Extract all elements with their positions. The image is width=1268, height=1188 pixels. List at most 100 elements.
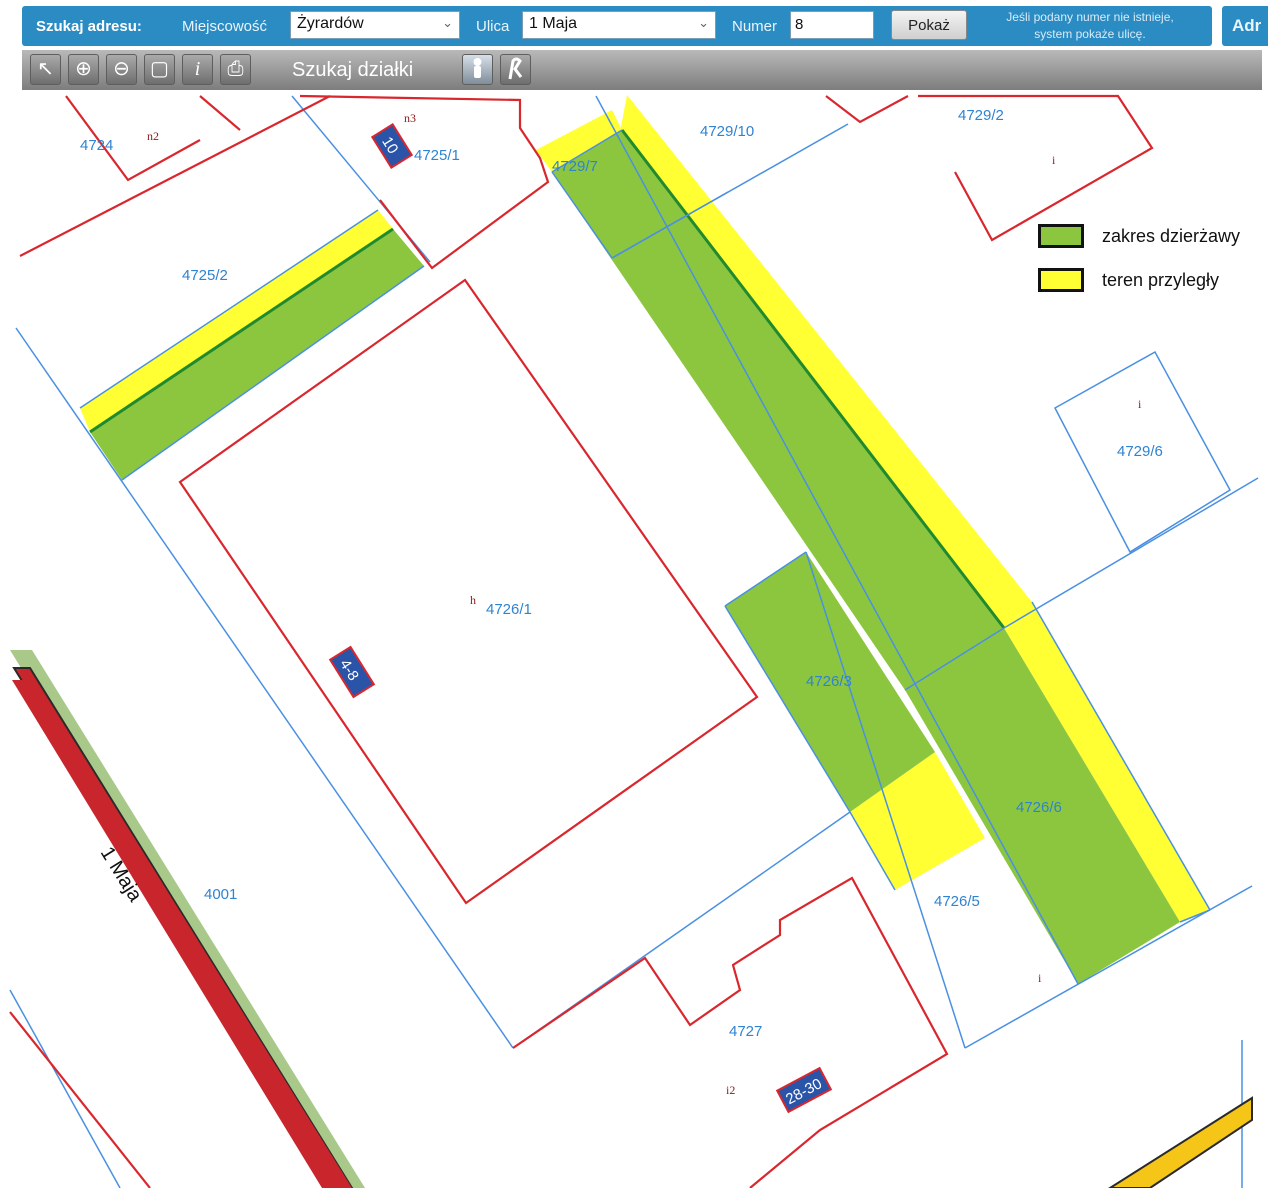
lease-area	[552, 130, 1004, 690]
zoom-extent-icon: ▢	[150, 58, 169, 80]
building-mark: i	[1038, 971, 1042, 985]
search-title: Szukaj adresu:	[36, 18, 142, 35]
building-mark: n2	[147, 129, 159, 143]
select-arrow-icon: ↖	[37, 58, 54, 80]
lease-areas	[89, 129, 1180, 984]
locality-select[interactable]: Żyrardów ⌄	[290, 11, 460, 39]
parcel-line	[121, 265, 425, 481]
street-view-button[interactable]	[462, 54, 493, 85]
parcel-line	[849, 811, 896, 891]
zoom-out-icon: ⊖	[113, 58, 130, 80]
parcel-label: 4725/1	[414, 147, 460, 164]
legend-lease-label: zakres dzierżawy	[1102, 226, 1241, 246]
locality-label: Miejscowość	[182, 18, 268, 35]
street-select[interactable]: 1 Maja ⌄	[522, 11, 716, 39]
locality-value: Żyrardów	[297, 15, 364, 32]
parcel-label: 4725/2	[182, 267, 228, 284]
pegman-icon	[473, 58, 482, 78]
number-label: Numer	[732, 18, 778, 35]
parcel-search-button[interactable]: Szukaj działki	[292, 59, 414, 81]
parcel-label: 4727	[729, 1023, 762, 1040]
house-number-10: 10	[378, 134, 401, 157]
building-outline	[299, 94, 550, 270]
street-1-maja: 1 Maja	[10, 650, 365, 1188]
corner-street	[1108, 1096, 1253, 1188]
hint-line-1: Jeśli podany numer nie istnieje,	[1006, 10, 1174, 24]
zoom-in-button[interactable]: ⊕	[68, 54, 99, 85]
building-4726-1	[178, 278, 759, 905]
house-number-badge: 4-8	[328, 645, 376, 699]
parcel-line	[1031, 601, 1211, 911]
parcel-line	[904, 627, 1005, 691]
parcel-4729-6-outline	[1053, 350, 1231, 554]
map-toolbar: ↖ ⊕ ⊖ ▢ i ⎙ Szukaj działki	[22, 50, 1262, 90]
parcel-line	[1179, 909, 1211, 923]
measure-button[interactable]	[500, 54, 531, 85]
building-outline	[9, 1011, 151, 1188]
measure-icon	[508, 57, 523, 80]
building-marks: n2 n3 h i i i i2	[147, 111, 1142, 1097]
building-outline	[65, 95, 201, 182]
info-icon: i	[194, 58, 201, 80]
show-button[interactable]: Pokaż	[891, 10, 967, 40]
street-value: 1 Maja	[529, 15, 578, 32]
parcel-line	[724, 551, 807, 607]
building-outlines	[9, 94, 1154, 1188]
lease-area	[90, 229, 424, 480]
parcel-line	[551, 171, 613, 259]
zoom-out-button[interactable]: ⊖	[106, 54, 137, 85]
cadastral-map[interactable]: 1 Maja 10 4-8 28-30 4724 4725/1 4729/7 4…	[0, 90, 1268, 1188]
parcel-label: 4001	[204, 886, 237, 903]
parcel-line	[611, 191, 729, 259]
building-outline	[199, 95, 241, 131]
street-road-fill	[12, 680, 352, 1188]
parcel-label: 4726/3	[806, 673, 852, 690]
chevron-down-icon: ⌄	[442, 15, 453, 30]
adjacent-areas	[80, 95, 1210, 922]
number-input[interactable]: 8	[790, 11, 874, 39]
building-mark: i	[1138, 397, 1142, 411]
address-search-bar: Szukaj adresu: Miejscowość Żyrardów ⌄ Ul…	[22, 6, 1212, 46]
building-outline	[512, 876, 949, 1188]
house-number-badge: 28-30	[775, 1066, 833, 1114]
adjacent-area	[80, 210, 393, 432]
search-hint: Jeśli podany numer nie istnieje, system …	[974, 9, 1206, 43]
hint-line-2: system pokaże ulicę.	[1034, 27, 1146, 41]
number-value: 8	[795, 16, 804, 33]
address-button-label: Adr	[1232, 16, 1262, 35]
legend-lease-swatch	[1038, 224, 1084, 248]
street-label: Ulica	[476, 18, 510, 35]
parcel-line	[805, 551, 966, 1049]
lease-area	[725, 552, 935, 812]
parcel-label: 4729/2	[958, 107, 1004, 124]
parcel-line	[551, 129, 623, 173]
parcel-label: 4726/1	[486, 601, 532, 618]
house-number-badge: 10	[370, 122, 414, 170]
select-arrow-button[interactable]: ↖	[30, 54, 61, 85]
adjacent-area	[1004, 602, 1210, 922]
address-button[interactable]: Adr	[1222, 6, 1268, 46]
info-button[interactable]: i	[182, 54, 213, 85]
parcel-line	[79, 209, 379, 409]
parcel-labels: 4724 4725/1 4729/7 4729/10 4729/2 4725/2…	[80, 107, 1163, 1040]
zoom-in-icon: ⊕	[75, 58, 92, 80]
building-outline	[918, 94, 1154, 242]
parcel-label: 4729/6	[1117, 443, 1163, 460]
zoom-extent-button[interactable]: ▢	[144, 54, 175, 85]
building-mark: n3	[404, 111, 416, 125]
legend-adjacent-swatch	[1038, 268, 1084, 292]
building-mark: i2	[726, 1083, 735, 1097]
parcel-label: 4726/6	[1016, 799, 1062, 816]
parcel-line	[595, 95, 1079, 985]
lease-area	[905, 628, 1180, 984]
parcel-line	[9, 989, 121, 1188]
building-mark: h	[470, 593, 476, 607]
building-outline	[19, 95, 331, 257]
lease-boundary	[89, 227, 394, 434]
parcel-label: 4729/10	[700, 123, 754, 140]
parcel-label: 4726/5	[934, 893, 980, 910]
legend-adjacent-label: teren przyległy	[1102, 270, 1220, 290]
adjacent-area	[620, 95, 1032, 628]
adjacent-area	[850, 752, 985, 890]
print-button[interactable]: ⎙	[220, 54, 251, 85]
